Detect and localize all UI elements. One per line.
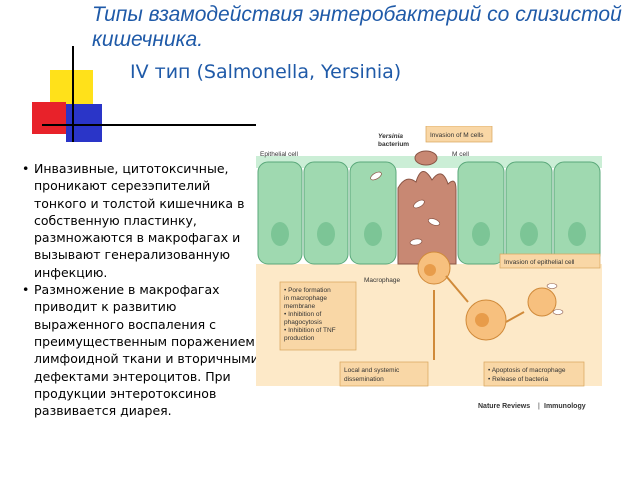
macrophage-effects-box: [279, 281, 357, 351]
bullet-list: Инвазивные, цитотоксичные, проникают сер…: [22, 160, 264, 419]
dissemination-line: dissemination: [344, 376, 384, 383]
dissemination-line: Local and systemic: [344, 367, 400, 374]
m-cell-label: M cell: [452, 151, 470, 158]
macrophage-effects-line: production: [284, 335, 315, 342]
invasion-m-cells-box: [425, 126, 493, 143]
deco-red-square: [32, 102, 66, 134]
macrophage-label: Macrophage: [364, 277, 401, 284]
bacterium-label: bacterium: [378, 141, 409, 148]
slide-title: Типы взамодействия энтеробактерий со сли…: [92, 3, 622, 51]
arrow-to-apoptosis: [505, 311, 525, 323]
apoptosis-box: [483, 361, 585, 387]
macrophage-effects-line: • Pore formation: [284, 287, 331, 294]
macrophage-effects-line: in macrophage: [284, 295, 327, 302]
yersinia-invasion-diagram: Invasion of M cells Invasion of epitheli…: [256, 126, 602, 410]
source-separator: |: [538, 403, 540, 410]
invasion-epithelial-label: Invasion of epithelial cell: [504, 259, 575, 266]
apoptosis-line: • Apoptosis of macrophage: [488, 367, 566, 374]
invasion-m-cells-label: Invasion of M cells: [430, 132, 484, 139]
macrophage-effects-line: • Inhibition of: [284, 311, 322, 318]
yersinia-bacterium: [370, 150, 438, 181]
bullet-item: Инвазивные, цитотоксичные, проникают сер…: [22, 160, 264, 281]
source-section: Immunology: [544, 403, 586, 410]
bullet-item: Размножение в макрофагах приводит к разв…: [22, 281, 264, 419]
epithelial-cell-label: Epithelial cell: [260, 151, 298, 158]
yersinia-label: Yersinia: [378, 133, 403, 140]
source-journal: Nature Reviews: [478, 403, 530, 410]
macrophage: [417, 251, 564, 341]
m-cell: [397, 171, 457, 265]
dissemination-box: [339, 361, 429, 387]
macrophage-effects-line: • Inhibition of TNF: [284, 327, 336, 334]
macrophage-effects-line: phagocytosis: [284, 319, 323, 326]
apoptosis-line: • Release of bacteria: [488, 376, 548, 383]
macrophage-effects-line: membrane: [284, 303, 315, 310]
invasion-epithelial-box: [499, 253, 601, 269]
deco-vertical-line: [72, 46, 74, 142]
deco-horizontal-line: [42, 124, 256, 126]
arrow-to-macrophage: [445, 275, 469, 303]
epithelial-cell-layer: [256, 156, 602, 265]
slide-subtitle: IV тип (Salmonella, Yersinia): [130, 61, 402, 83]
